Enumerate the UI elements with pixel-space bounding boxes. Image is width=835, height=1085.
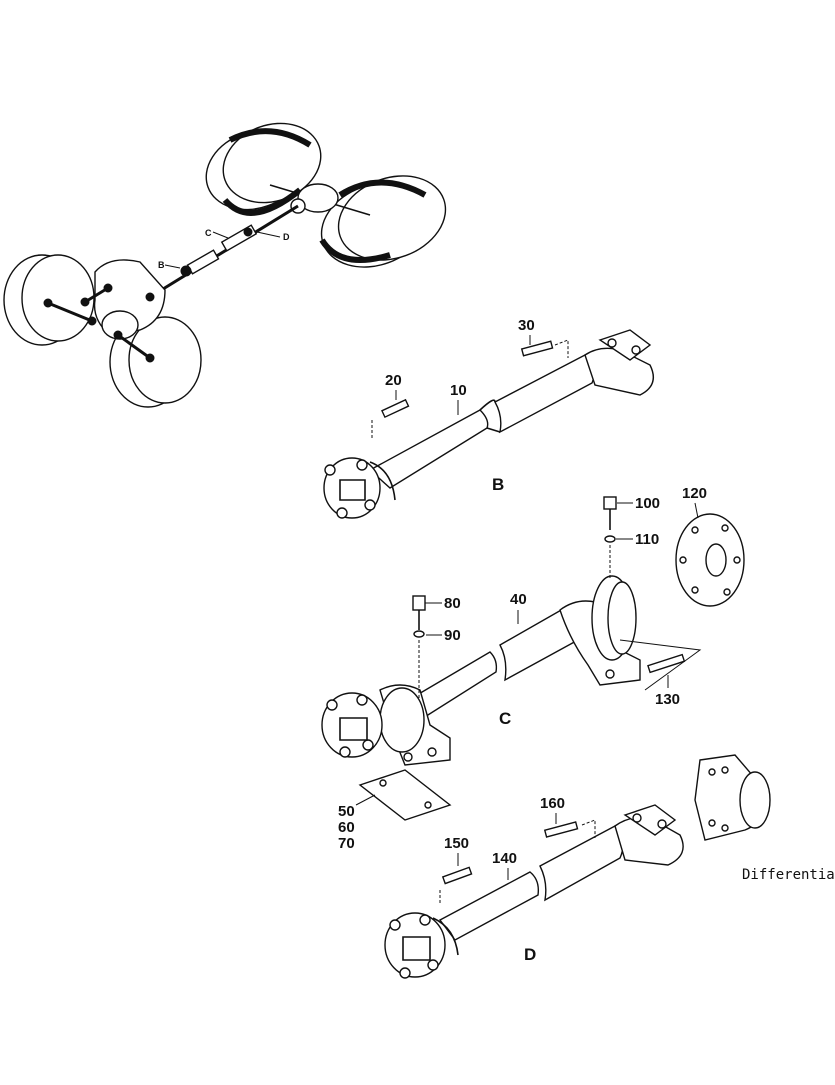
callout-130: 130 [655, 691, 680, 708]
mounting-plate [358, 769, 452, 821]
overview-label-c: C [205, 228, 212, 238]
bolt-150 [439, 866, 473, 905]
callout-160: 160 [540, 795, 565, 812]
callout-40: 40 [510, 591, 527, 608]
callout-10: 10 [450, 382, 467, 399]
transmission [93, 259, 166, 340]
shaft-d-front-yoke [384, 912, 459, 979]
callout-150: 150 [444, 835, 469, 852]
bolt-130 [647, 653, 686, 674]
differential-flange [694, 754, 771, 841]
callout-90: 90 [444, 627, 461, 644]
overview-label-b: B [158, 260, 165, 270]
assembly-d-letter: D [524, 945, 536, 964]
callout-80: 80 [444, 595, 461, 612]
flange-ring-120 [675, 513, 745, 607]
bolt-20 [371, 398, 410, 440]
rear-wheel-left [205, 122, 322, 216]
callout-120: 120 [682, 485, 707, 502]
drivetrain-overview: C D B [3, 122, 447, 408]
callout-50: 50 [338, 803, 355, 820]
callout-60: 60 [338, 819, 355, 836]
callout-140: 140 [492, 850, 517, 867]
assembly-b: 20 10 30 B [323, 317, 654, 519]
assembly-c: 80 90 40 100 110 120 130 50 60 70 C [321, 485, 745, 852]
shaft-c-front-yoke [321, 692, 383, 758]
bolt-30 [520, 339, 569, 358]
shaft-c-tube [398, 604, 581, 721]
bolt-160 [543, 819, 596, 838]
bolt-80 [412, 595, 426, 700]
front-axle-left [47, 301, 93, 323]
assembly-c-letter: C [499, 709, 511, 728]
overview-shaft-b [180, 249, 220, 277]
differential-label: Differential [742, 867, 835, 883]
front-axle-right [117, 333, 151, 360]
callout-100: 100 [635, 495, 660, 512]
shaft-c-front-support [379, 684, 451, 766]
overview-label-d: D [283, 232, 290, 242]
callout-110: 110 [635, 531, 659, 548]
assembly-b-letter: B [492, 475, 504, 494]
bolt-100 [603, 496, 617, 580]
callout-20: 20 [385, 372, 402, 389]
front-wheel-left [3, 254, 95, 346]
shaft-b-tube [368, 354, 595, 489]
rear-wheel-right [319, 175, 447, 268]
drive-shaft-line [149, 204, 299, 299]
shaft-b-front-yoke [323, 457, 396, 519]
callout-70: 70 [338, 835, 355, 852]
assembly-d: 150 140 160 Differential D [384, 754, 835, 979]
shaft-b-rear-yoke [584, 329, 654, 396]
shaft-d-rear-yoke [614, 804, 684, 866]
overview-shaft-c [220, 224, 258, 252]
shaft-c-rear-support [559, 575, 702, 691]
callout-30: 30 [518, 317, 535, 334]
